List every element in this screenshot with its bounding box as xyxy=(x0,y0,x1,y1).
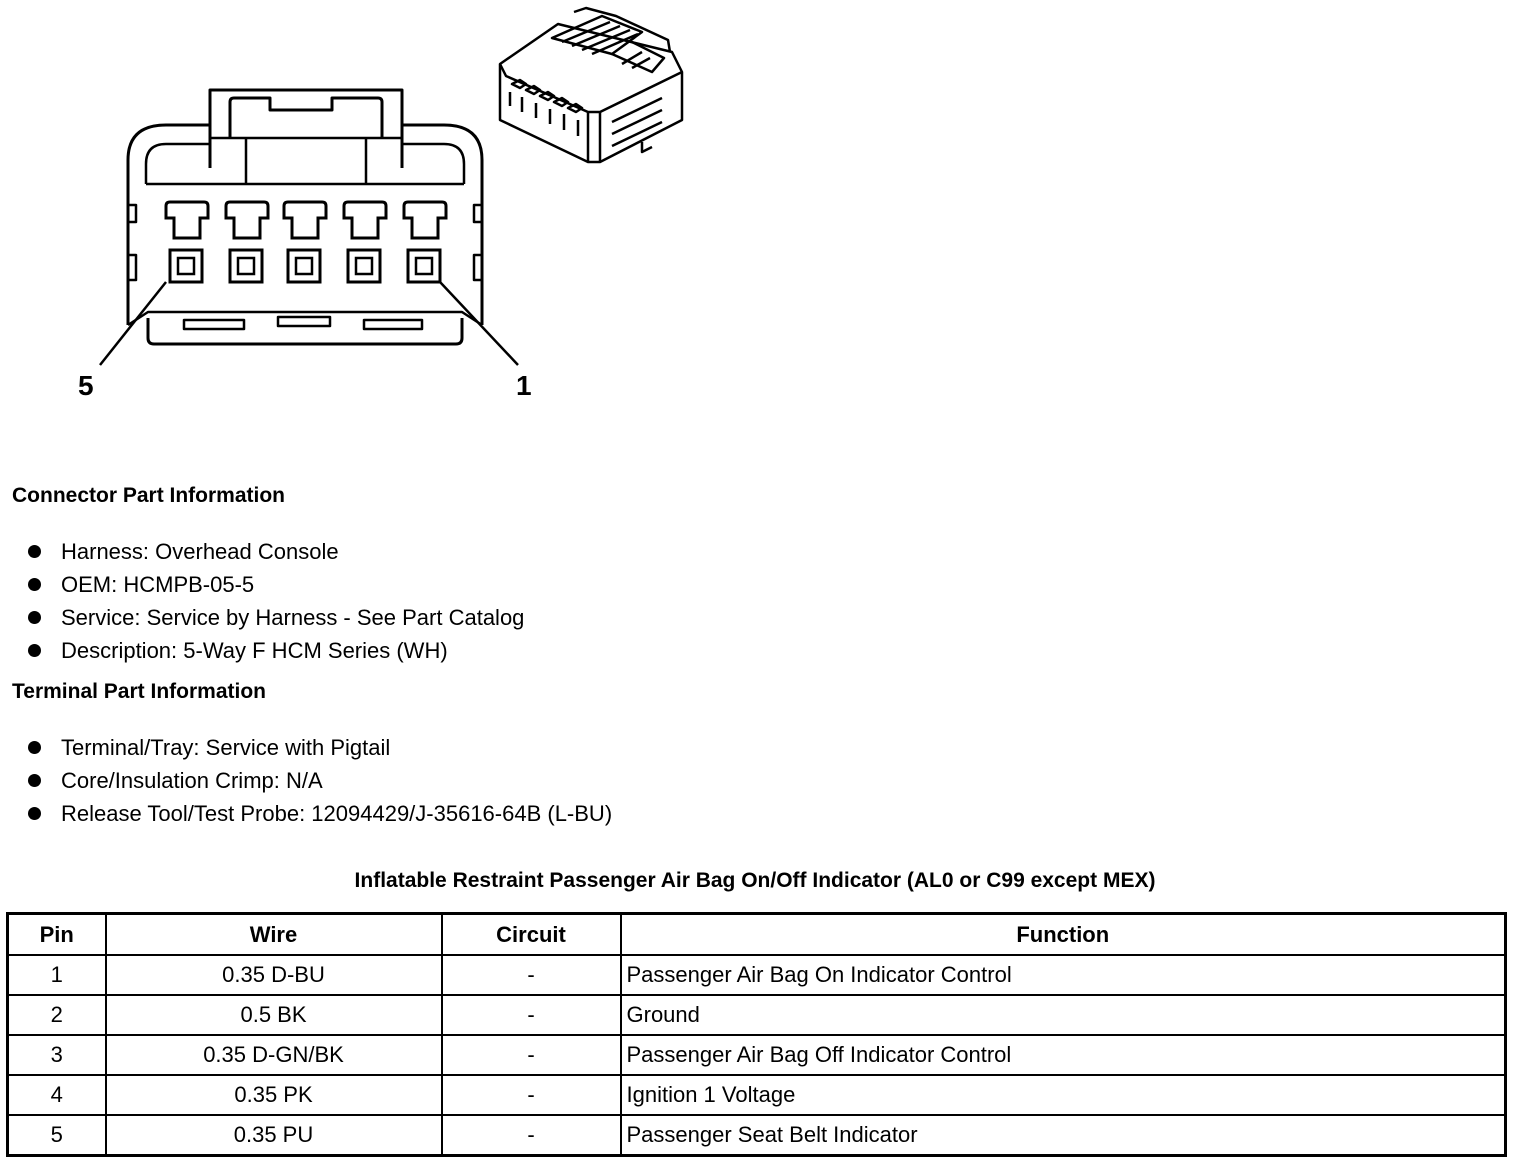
list-item: OEM: HCMPB-05-5 xyxy=(28,568,524,601)
bullet-icon xyxy=(28,545,41,558)
header-circuit: Circuit xyxy=(440,912,622,956)
cell-circuit: - xyxy=(440,994,622,1036)
connector-part-info-title: Connector Part Information xyxy=(12,484,286,507)
table-row: 5 0.35 PU - Passenger Seat Belt Indicato… xyxy=(6,1114,1507,1157)
connector-face-diagram: 5 1 xyxy=(78,88,532,401)
cell-wire: 0.35 D-BU xyxy=(104,954,443,996)
table-row: 3 0.35 D-GN/BK - Passenger Air Bag Off I… xyxy=(6,1034,1507,1076)
list-item-text: Core/Insulation Crimp: N/A xyxy=(61,767,323,793)
header-pin: Pin xyxy=(6,912,107,956)
bullet-icon xyxy=(28,741,41,754)
terminal-part-info-list: Terminal/Tray: Service with Pigtail Core… xyxy=(28,731,612,830)
cell-circuit: - xyxy=(440,1034,622,1076)
pin-table: Pin Wire Circuit Function 1 0.35 D-BU - … xyxy=(6,912,1507,1157)
list-item: Service: Service by Harness - See Part C… xyxy=(28,601,524,634)
list-item: Release Tool/Test Probe: 12094429/J-3561… xyxy=(28,797,612,830)
connector-part-info-list: Harness: Overhead Console OEM: HCMPB-05-… xyxy=(28,535,524,667)
cell-wire: 0.35 PK xyxy=(104,1074,443,1116)
cell-function: Ground xyxy=(619,994,1507,1036)
bullet-icon xyxy=(28,578,41,591)
list-item-text: Harness: Overhead Console xyxy=(61,538,339,564)
bullet-icon xyxy=(28,644,41,657)
cell-wire: 0.35 D-GN/BK xyxy=(104,1034,443,1076)
cell-pin: 3 xyxy=(6,1034,107,1076)
pin-table-caption: Inflatable Restraint Passenger Air Bag O… xyxy=(354,869,1156,892)
list-item: Terminal/Tray: Service with Pigtail xyxy=(28,731,612,764)
list-item-text: Terminal/Tray: Service with Pigtail xyxy=(61,734,391,760)
list-item-text: Release Tool/Test Probe: 12094429/J-3561… xyxy=(61,800,613,826)
cell-circuit: - xyxy=(440,1114,622,1157)
pin-label-5: 5 xyxy=(78,370,94,401)
header-function: Function xyxy=(619,912,1507,956)
table-row: 4 0.35 PK - Ignition 1 Voltage xyxy=(6,1074,1507,1116)
cell-wire: 0.35 PU xyxy=(104,1114,443,1157)
table-header-row: Pin Wire Circuit Function xyxy=(6,912,1507,956)
bullet-icon xyxy=(28,774,41,787)
list-item: Harness: Overhead Console xyxy=(28,535,524,568)
table-row: 1 0.35 D-BU - Passenger Air Bag On Indic… xyxy=(6,954,1507,996)
cell-pin: 1 xyxy=(6,954,107,996)
list-item: Core/Insulation Crimp: N/A xyxy=(28,764,612,797)
connector-isometric-drawing xyxy=(498,6,684,164)
list-item-text: Description: 5-Way F HCM Series (WH) xyxy=(61,637,448,663)
list-item-text: Service: Service by Harness - See Part C… xyxy=(61,604,525,630)
header-wire: Wire xyxy=(104,912,443,956)
cell-circuit: - xyxy=(440,954,622,996)
list-item-text: OEM: HCMPB-05-5 xyxy=(61,571,255,597)
terminal-part-info-title: Terminal Part Information xyxy=(12,680,266,703)
cell-pin: 4 xyxy=(6,1074,107,1116)
cell-function: Ignition 1 Voltage xyxy=(619,1074,1507,1116)
cell-pin: 5 xyxy=(6,1114,107,1157)
pin-label-1: 1 xyxy=(516,370,532,401)
list-item: Description: 5-Way F HCM Series (WH) xyxy=(28,634,524,667)
cell-wire: 0.5 BK xyxy=(104,994,443,1036)
cell-function: Passenger Seat Belt Indicator xyxy=(619,1114,1507,1157)
bullet-icon xyxy=(28,807,41,820)
bullet-icon xyxy=(28,611,41,624)
cell-function: Passenger Air Bag On Indicator Control xyxy=(619,954,1507,996)
cell-pin: 2 xyxy=(6,994,107,1036)
cell-function: Passenger Air Bag Off Indicator Control xyxy=(619,1034,1507,1076)
cell-circuit: - xyxy=(440,1074,622,1116)
table-row: 2 0.5 BK - Ground xyxy=(6,994,1507,1036)
